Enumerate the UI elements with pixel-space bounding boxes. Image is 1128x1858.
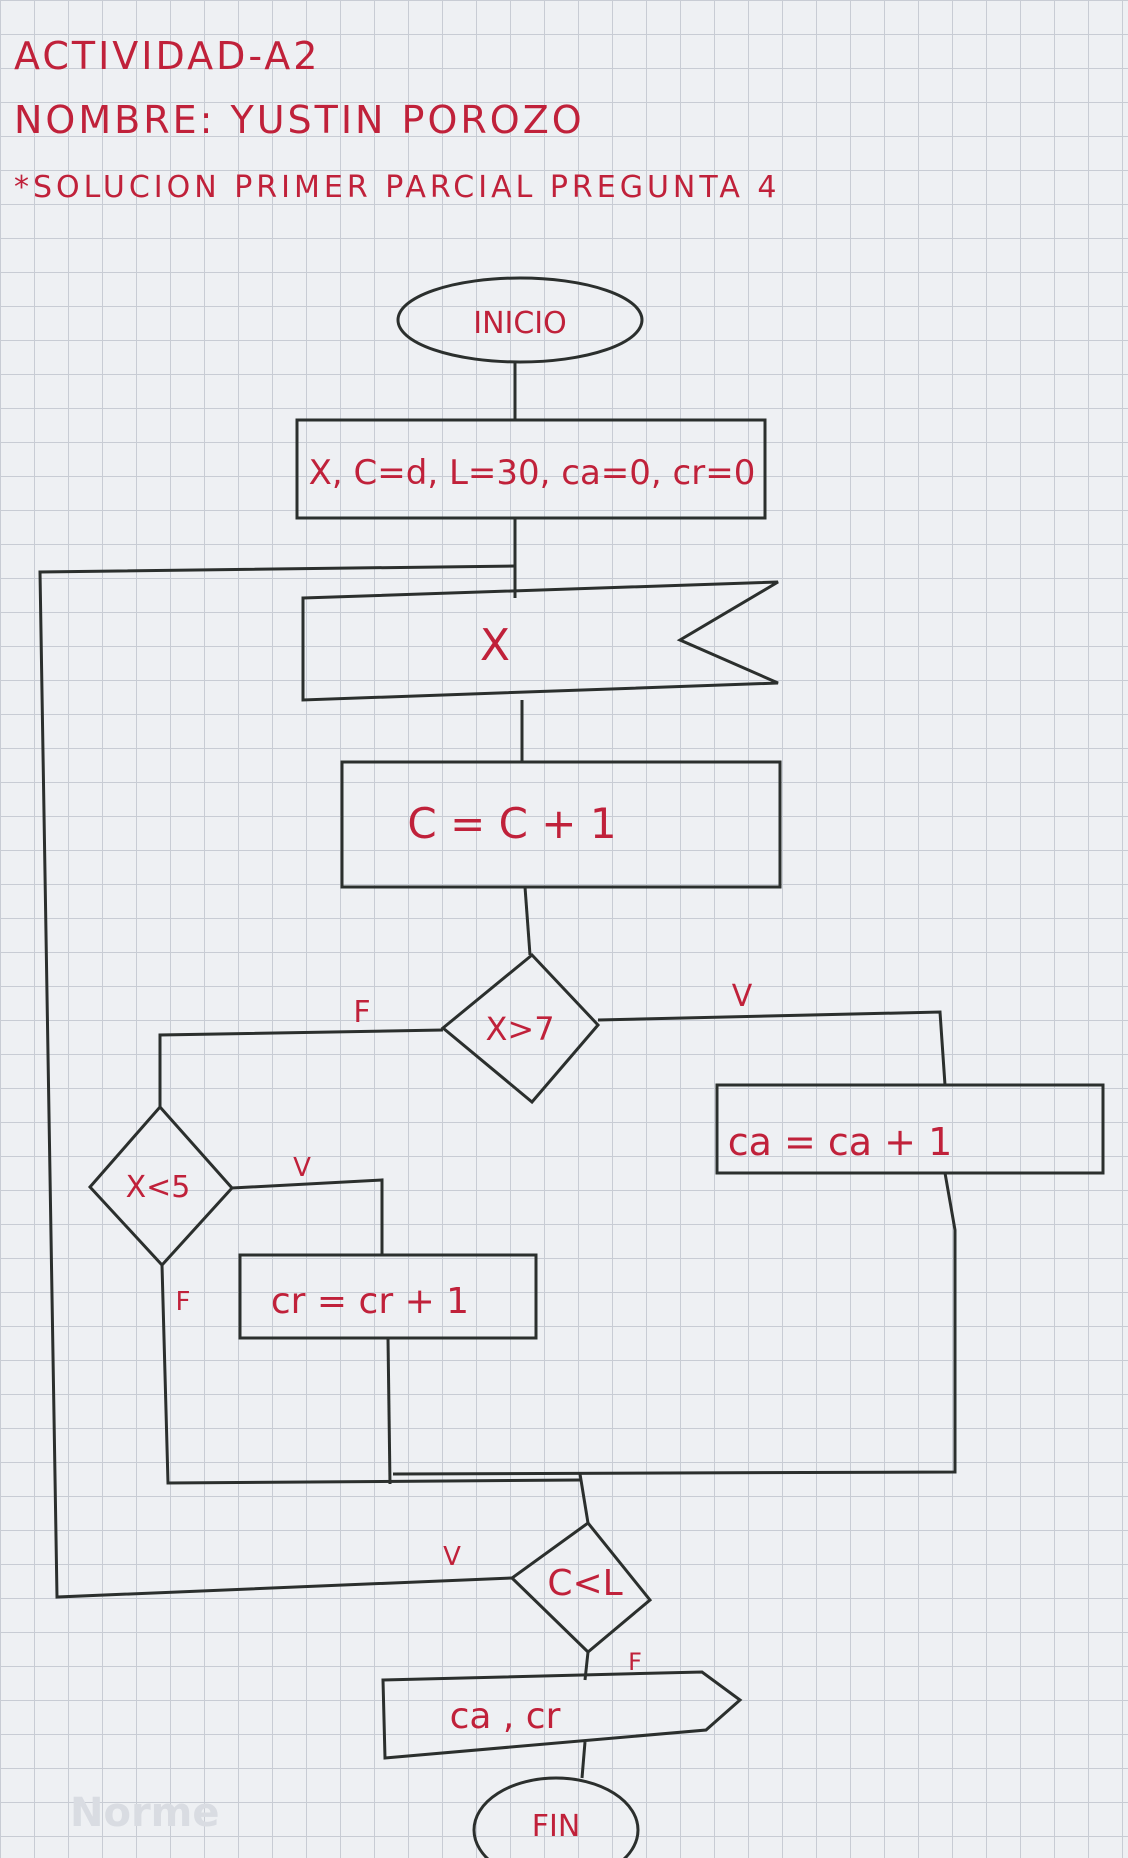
connector [578,1473,590,1524]
decision3-true-label: V [443,1542,461,1572]
end-label: FIN [532,1809,581,1844]
end-terminal [472,1776,640,1858]
decision2-true-label: V [293,1153,311,1183]
output-label: ca , cr [450,1696,561,1737]
connector [580,1741,587,1779]
decision1-false-label: F [353,995,370,1030]
connector [523,886,532,956]
input-label: X [480,620,510,671]
connector [158,1028,444,1107]
output-shape [381,1670,743,1760]
connector [160,1264,581,1485]
decision2-false-label: F [176,1287,191,1317]
solution-title: *SOLUCION PRIMER PARCIAL PREGUNTA 4 [14,170,781,205]
start-label: INICIO [473,306,567,341]
ca-update-label: ca = ca + 1 [728,1120,953,1164]
loop-back-connector [38,564,516,1599]
decision3-label: C<L [547,1563,622,1604]
input-shape [301,580,779,702]
init-process [295,418,767,520]
connector [231,1178,384,1255]
cr-update-label: cr = cr + 1 [271,1281,469,1322]
increment-label: C = C + 1 [407,799,616,848]
notebook-watermark: Norme [70,1790,220,1836]
connector [386,1337,392,1485]
connector [392,1172,957,1476]
decision3-false-label: F [628,1648,642,1676]
activity-title: ACTIVIDAD-A2 [14,34,321,78]
connector [597,1010,947,1086]
decision-x-greater-7 [440,952,601,1105]
increment-process [340,760,782,889]
student-name: NOMBRE: YUSTIN POROZO [14,98,585,142]
ca-update-process [715,1083,1105,1175]
start-terminal [396,276,644,364]
decision1-true-label: V [732,979,753,1014]
init-label: X, C=d, L=30, ca=0, cr=0 [309,453,756,493]
decision1-label: X>7 [485,1010,554,1048]
decision2-label: X<5 [126,1170,191,1205]
